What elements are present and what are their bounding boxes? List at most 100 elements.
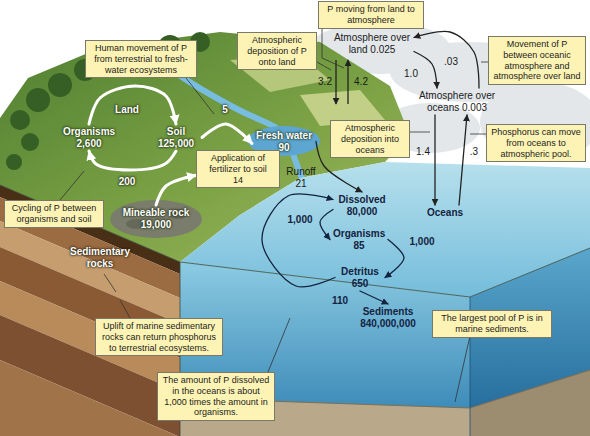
flux-value: 5 xyxy=(220,104,230,116)
pool-name: Organisms xyxy=(61,126,117,138)
pool-size: 19,000 xyxy=(121,219,191,231)
pool-size: 2,600 xyxy=(61,138,117,150)
leader-line xyxy=(481,62,488,63)
pool-label: Oceans xyxy=(420,205,470,221)
tree xyxy=(48,73,72,97)
callout-text: Phosphorus can move from oceans to atmos… xyxy=(491,127,581,159)
pool-name: Sediments xyxy=(355,306,421,318)
flux-value: 4.2 xyxy=(352,76,370,88)
flux-arrow xyxy=(202,124,252,144)
flux-arrow xyxy=(414,31,479,88)
ocean-side xyxy=(470,248,590,436)
pool-name: Oceans xyxy=(423,207,467,219)
callout-text: Atmospheric deposition of P onto land xyxy=(242,35,312,67)
flux-arrow xyxy=(262,194,335,287)
tree xyxy=(21,133,39,151)
deposition-arrow xyxy=(335,60,336,104)
flux-value: 200 xyxy=(116,176,138,188)
callout-box: Atmospheric deposition of P onto land xyxy=(237,32,317,70)
pool-label: Sediments840,000,000 xyxy=(352,304,424,331)
pool-name: Atmosphere over oceans 0.003 xyxy=(418,90,496,113)
connectors xyxy=(89,31,479,304)
callout-box: P moving from land to atmosphere xyxy=(318,1,424,29)
callout-box: Human movement of P from terrestrial to … xyxy=(85,40,197,78)
block-edge xyxy=(0,185,590,297)
callout-box: Atmospheric deposition into oceans xyxy=(330,120,410,158)
flux-arrow xyxy=(89,151,176,170)
pool-name: Soil xyxy=(153,126,199,138)
leader-line xyxy=(104,274,116,292)
leader-line xyxy=(410,132,430,133)
flux-arrow xyxy=(434,115,435,205)
region-label: Land xyxy=(112,104,142,116)
forest xyxy=(6,32,210,170)
flux-value: 1.0 xyxy=(402,68,420,80)
callout-box: Application of fertilizer to soil14 xyxy=(196,150,280,188)
flux-value: 110 xyxy=(330,295,350,307)
pool-size: 650 xyxy=(338,278,382,290)
flux-value: 3.2 xyxy=(316,76,334,88)
flux-value: .3 xyxy=(468,146,480,158)
callout-text: Cycling of P between organisms and soil xyxy=(9,203,99,225)
pool-label: Organisms85 xyxy=(330,226,388,253)
tree xyxy=(6,154,22,170)
flux-value: 1,000 xyxy=(286,214,314,226)
emission-arrow xyxy=(347,60,348,104)
pool-size: 80,000 xyxy=(336,206,388,218)
pool-label: Organisms2,600 xyxy=(58,124,120,151)
flux-value: Runoff 21 xyxy=(284,166,318,189)
callout-text: The largest pool of P is in marine sedim… xyxy=(437,313,547,335)
callout-box: Uplift of marine sedimentary rocks can r… xyxy=(95,318,223,356)
leader-line xyxy=(186,78,214,114)
pool-label: Mineable rock19,000 xyxy=(118,205,194,232)
pool-size: 85 xyxy=(333,240,385,252)
leader-line xyxy=(120,300,130,318)
tree xyxy=(10,110,30,130)
flux-arrow xyxy=(385,240,404,278)
callout-text: Movement of P between oceanic atmosphere… xyxy=(493,39,581,82)
leader-line xyxy=(268,318,290,372)
callout-box: The amount of P dissolved in the oceans … xyxy=(157,372,275,421)
callout-box: The largest pool of P is in marine sedim… xyxy=(432,310,552,338)
region-label: Sedimentary rocks xyxy=(66,246,134,269)
callout-text: P moving from land to atmosphere xyxy=(323,4,419,26)
leader-line xyxy=(60,171,84,200)
pool-label: Detritus650 xyxy=(335,264,385,291)
pool-label: Atmosphere over land 0.025 xyxy=(330,30,414,57)
tree xyxy=(26,88,50,112)
flux-arrow xyxy=(459,115,467,205)
leader-line xyxy=(470,134,486,135)
pool-label: Soil125,000 xyxy=(150,124,202,151)
leader-lines xyxy=(60,29,488,402)
pool-name: Detritus xyxy=(338,266,382,278)
flux-value: 14 xyxy=(201,175,275,186)
flux-arrow xyxy=(320,210,333,240)
flux-arrow xyxy=(156,175,196,205)
pool-name: Organisms xyxy=(333,228,385,240)
pool-size: 840,000,000 xyxy=(355,318,421,330)
callout-text: The amount of P dissolved in the oceans … xyxy=(162,375,270,418)
pool-name: Dissolved xyxy=(336,194,388,206)
pool-name: Mineable rock xyxy=(121,207,191,219)
leader-line xyxy=(317,62,331,70)
pool-label: Atmosphere over oceans 0.003 xyxy=(415,88,499,115)
flux-value: .03 xyxy=(442,56,460,68)
rock-layer xyxy=(0,360,180,436)
callout-box: Cycling of P between organisms and soil xyxy=(4,200,104,228)
pool-label: Dissolved80,000 xyxy=(333,192,391,219)
callout-text: Uplift of marine sedimentary rocks can r… xyxy=(100,321,218,353)
callout-text: Human movement of P from terrestrial to … xyxy=(90,43,192,75)
seafloor-sediment xyxy=(470,370,590,436)
pool-name: Atmosphere over land 0.025 xyxy=(333,32,411,55)
callout-box: Movement of P between oceanic atmosphere… xyxy=(488,36,586,85)
callout-text: Application of fertilizer to soil xyxy=(201,153,275,175)
flux-value: 1.4 xyxy=(414,146,432,158)
flux-arrow xyxy=(89,86,176,124)
pool-name: Fresh water xyxy=(255,130,313,142)
cloud xyxy=(480,82,590,162)
pool-size: 125,000 xyxy=(153,138,199,150)
callout-box: Phosphorus can move from oceans to atmos… xyxy=(486,124,586,162)
flux-arrow xyxy=(360,291,388,304)
